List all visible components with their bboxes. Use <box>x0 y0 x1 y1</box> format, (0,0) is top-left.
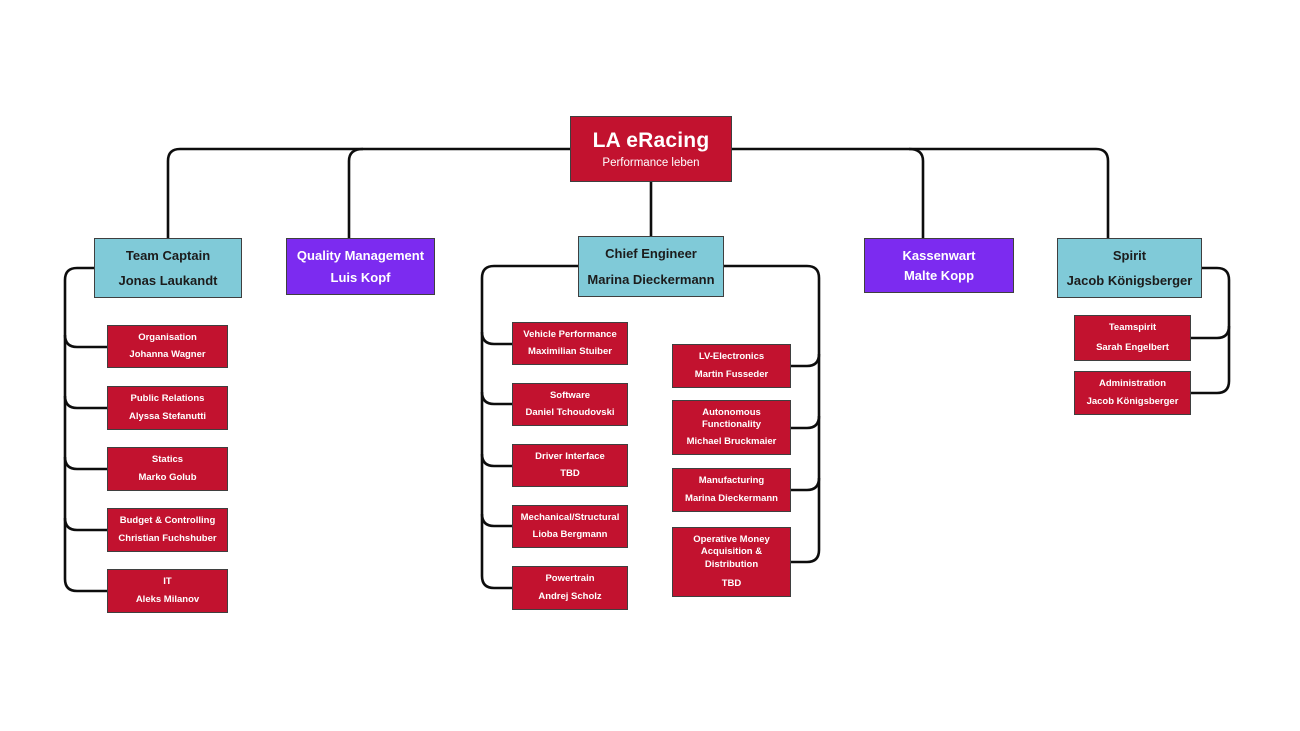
node-person: Jacob Königsberger <box>1066 273 1193 288</box>
node-person: TBD <box>560 467 580 479</box>
connector-root-quality-management <box>347 147 364 238</box>
node-person: Daniel Tchoudovski <box>525 406 615 418</box>
org-node-administration: Administration Jacob Königsberger <box>1074 371 1191 415</box>
connector-stub-vehicle-performance <box>480 331 512 346</box>
node-title: Autonomous Functionality <box>701 407 762 431</box>
node-title: IT <box>163 576 172 587</box>
node-person: Johanna Wagner <box>129 348 206 360</box>
node-person: Marko Golub <box>138 471 197 483</box>
org-node-team-captain: Team Captain Jonas Laukandt <box>94 238 242 298</box>
node-title: LA eRacing <box>592 129 710 152</box>
connector-chief-engineer-left-spine <box>480 264 578 590</box>
connector-stub-statics <box>63 456 107 471</box>
connector-stub-lv-electronics <box>791 353 821 368</box>
org-node-software: Software Daniel Tchoudovski <box>512 383 628 426</box>
node-person: Alyssa Stefanutti <box>128 410 207 422</box>
node-person: Maximilian Stuiber <box>528 345 612 357</box>
org-node-lv-electronics: LV-Electronics Martin Fusseder <box>672 344 791 388</box>
node-person: Martin Fusseder <box>694 368 769 380</box>
node-title: Chief Engineer <box>605 246 697 261</box>
org-node-quality-management: Quality Management Luis Kopf <box>286 238 435 295</box>
node-title: Operative Money Acquisition & Distributi… <box>693 534 770 570</box>
node-title: Organisation <box>138 332 197 343</box>
node-subtitle: Performance leben <box>602 157 700 169</box>
node-person: Jonas Laukandt <box>118 273 218 288</box>
node-title: Vehicle Performance <box>523 329 617 340</box>
node-title: Teamspirit <box>1108 322 1157 333</box>
node-person: Christian Fuchshuber <box>118 532 217 544</box>
node-person: Andrej Scholz <box>538 590 602 602</box>
node-title: Administration <box>1098 378 1167 389</box>
node-title: Powertrain <box>545 573 595 584</box>
node-person: Aleks Milanov <box>135 593 200 605</box>
connector-stub-public-relations <box>63 395 107 410</box>
connector-stub-organisation <box>63 334 107 349</box>
node-person: Luis Kopf <box>330 270 391 285</box>
node-person: Lioba Bergmann <box>532 528 608 540</box>
org-node-vehicle-performance: Vehicle Performance Maximilian Stuiber <box>512 322 628 365</box>
connector-stub-driver-interface <box>480 453 512 468</box>
connector-root-kassenwart <box>908 147 925 238</box>
org-node-mechanical-structural: Mechanical/Structural Lioba Bergmann <box>512 505 628 548</box>
org-node-chief-engineer: Chief Engineer Marina Dieckermann <box>578 236 724 297</box>
node-title: Budget & Controlling <box>119 515 216 526</box>
org-node-it: IT Aleks Milanov <box>107 569 228 613</box>
node-person: Sarah Engelbert <box>1096 341 1169 353</box>
node-person: Marina Dieckermann <box>587 272 715 287</box>
connector-stub-autonomous-functionality <box>791 415 821 430</box>
node-person: Jacob Königsberger <box>1086 395 1179 407</box>
node-person: Malte Kopp <box>903 268 975 283</box>
org-node-manufacturing: Manufacturing Marina Dieckermann <box>672 468 791 512</box>
connector-chief-engineer-right-spine <box>724 264 821 564</box>
connector-root-team-captain <box>166 147 570 238</box>
org-node-driver-interface: Driver Interface TBD <box>512 444 628 487</box>
org-node-kassenwart: Kassenwart Malte Kopp <box>864 238 1014 293</box>
node-person: Michael Bruckmaier <box>686 435 777 447</box>
node-title: Team Captain <box>125 248 211 263</box>
node-person: Marina Dieckermann <box>685 492 778 504</box>
org-node-statics: Statics Marko Golub <box>107 447 228 491</box>
org-node-spirit: Spirit Jacob Königsberger <box>1057 238 1202 298</box>
node-title: Software <box>549 390 591 401</box>
node-title: Manufacturing <box>698 475 765 486</box>
connector-root-spirit <box>732 147 1110 238</box>
node-title: Kassenwart <box>902 248 976 263</box>
node-title: LV-Electronics <box>698 351 765 362</box>
connector-stub-software <box>480 391 512 406</box>
node-title: Public Relations <box>130 393 205 404</box>
org-node-autonomous-functionality: Autonomous Functionality Michael Bruckma… <box>672 400 791 455</box>
connector-stub-teamspirit <box>1191 325 1231 340</box>
org-node-root: LA eRacing Performance leben <box>570 116 732 182</box>
org-node-budget-controlling: Budget & Controlling Christian Fuchshube… <box>107 508 228 552</box>
org-node-operative-money: Operative Money Acquisition & Distributi… <box>672 527 791 597</box>
connector-stub-manufacturing <box>791 477 821 492</box>
node-person: TBD <box>721 577 742 589</box>
org-node-teamspirit: Teamspirit Sarah Engelbert <box>1074 315 1191 361</box>
node-title: Driver Interface <box>535 451 605 462</box>
org-node-public-relations: Public Relations Alyssa Stefanutti <box>107 386 228 430</box>
node-title: Quality Management <box>296 248 425 263</box>
connector-stub-budget-controlling <box>63 517 107 532</box>
org-node-organisation: Organisation Johanna Wagner <box>107 325 228 368</box>
node-title: Spirit <box>1112 248 1147 263</box>
org-node-powertrain: Powertrain Andrej Scholz <box>512 566 628 610</box>
connector-stub-mechanical-structural <box>480 513 512 528</box>
connector-team-captain-spine <box>63 266 107 593</box>
node-title: Statics <box>151 454 184 465</box>
node-title: Mechanical/Structural <box>520 512 620 523</box>
